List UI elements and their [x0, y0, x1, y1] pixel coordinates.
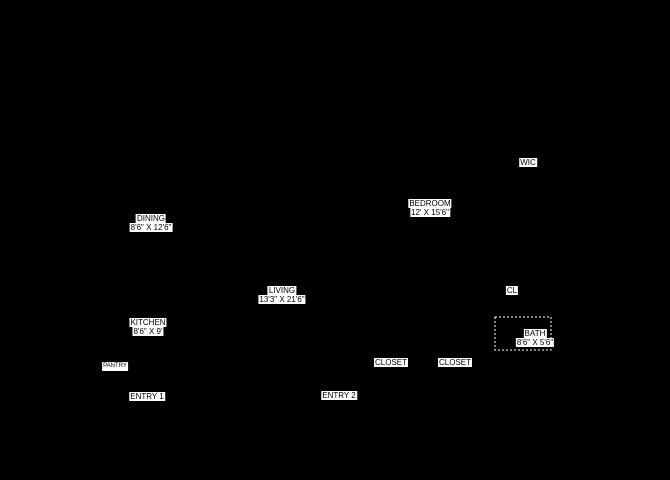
- room-label-wic: WIC: [519, 158, 537, 167]
- room-name: LIVING: [267, 286, 297, 295]
- room-name: PANTRY: [102, 362, 128, 371]
- room-label-cl: CL: [505, 286, 519, 295]
- room-label-kitchen: KITCHEN 8'6" X 9': [129, 318, 167, 336]
- room-size: 8'6" X 5'6": [515, 338, 555, 347]
- room-label-dining: DINING 8'6" X 12'6": [129, 214, 173, 232]
- room-name: DINING: [135, 214, 166, 223]
- room-label-bedroom: BEDROOM 12' X 15'6": [408, 199, 452, 217]
- room-name: CLOSET: [437, 358, 473, 367]
- room-label-closet-1: CLOSET: [373, 358, 409, 367]
- room-name: KITCHEN: [129, 318, 167, 327]
- room-label-living: LIVING 13'3" X 21'6": [258, 286, 306, 304]
- room-name: ENTRY 1: [129, 392, 165, 401]
- room-name: BEDROOM: [408, 199, 452, 208]
- room-size: 12' X 15'6": [410, 208, 450, 217]
- room-label-entry-1: ENTRY 1: [129, 392, 165, 401]
- room-size: 13'3" X 21'6": [258, 295, 306, 304]
- room-name: WIC: [519, 158, 537, 167]
- room-size: 8'6" X 9': [132, 327, 164, 336]
- room-name: CL: [505, 286, 519, 295]
- room-name: ENTRY 2: [321, 391, 357, 400]
- room-label-closet-2: CLOSET: [437, 358, 473, 367]
- room-size: 8'6" X 12'6": [129, 223, 173, 232]
- room-name: BATH: [523, 329, 547, 338]
- room-name: CLOSET: [373, 358, 409, 367]
- room-label-pantry: PANTRY: [102, 362, 128, 371]
- room-label-entry-2: ENTRY 2: [321, 391, 357, 400]
- room-label-bath: BATH 8'6" X 5'6": [515, 329, 555, 347]
